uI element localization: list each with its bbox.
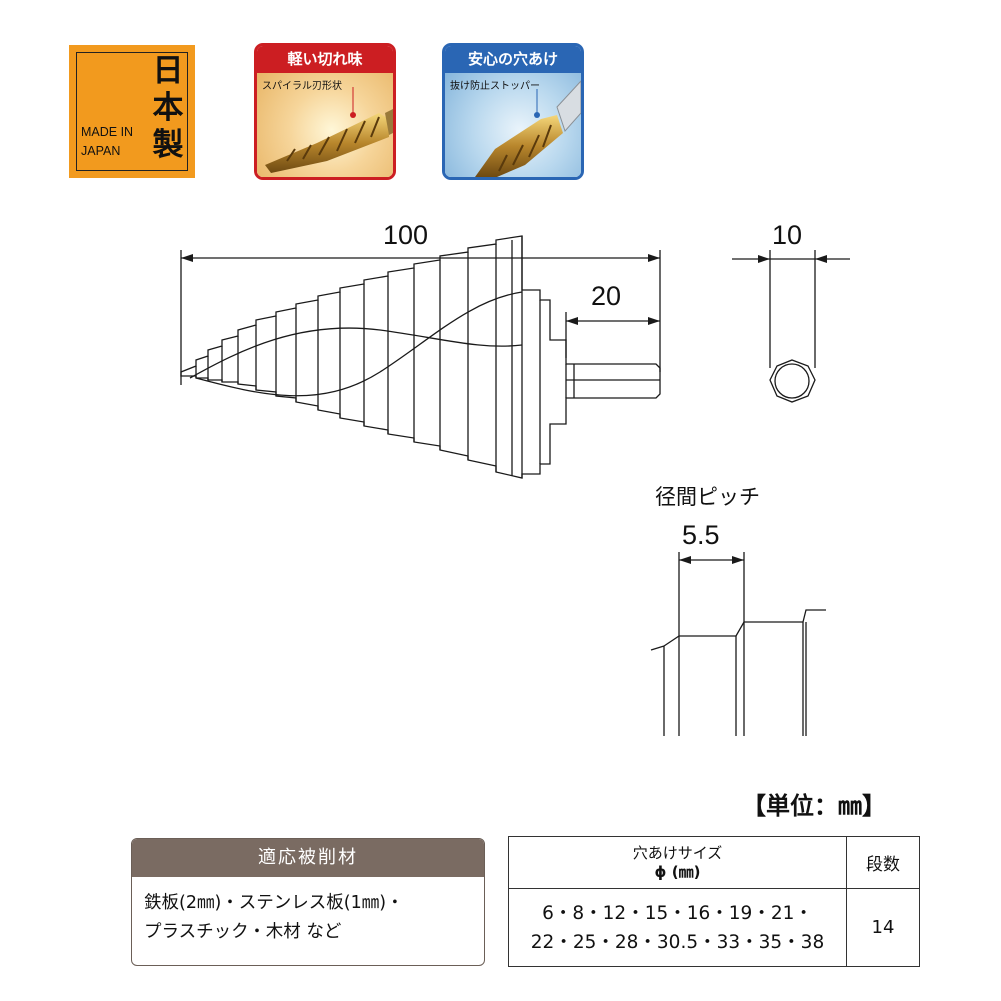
materials-box: 適応被削材 鉄板(2㎜)・ステンレス板(1㎜)・ プラスチック・木材 など xyxy=(131,838,485,966)
hole-sizes-cell: 6・8・12・15・16・19・21・ 22・25・28・30.5・33・35・… xyxy=(508,888,847,967)
pitch-title: 径間ピッチ xyxy=(655,485,760,509)
table-row: 6・8・12・15・16・19・21・ 22・25・28・30.5・33・35・… xyxy=(508,888,920,967)
kanji-char: 日 xyxy=(152,53,184,89)
shank-width-label: 10 xyxy=(772,220,803,250)
badge-frame xyxy=(76,52,188,171)
safe-drill-badge: 安心の穴あけ 抜け防止ストッパー xyxy=(442,43,584,180)
badge-caption: 抜け防止ストッパー xyxy=(450,81,540,92)
badge-title: 安心の穴あけ xyxy=(445,46,581,73)
step-drill-stopper-photo-icon xyxy=(475,80,581,177)
table-header-row: 穴あけサイズ ϕ (㎜) 段数 xyxy=(508,836,920,889)
made-in-japan-badge: 日 本 製 MADE IN JAPAN xyxy=(69,45,195,178)
badge-caption: スパイラル刃形状 xyxy=(262,81,342,92)
steps-header: 段数 xyxy=(846,836,920,889)
hole-sizes-line: 6・8・12・15・16・19・21・ xyxy=(542,902,813,924)
badge-title: 軽い切れ味 xyxy=(257,46,393,73)
pitch-value-label: 5.5 xyxy=(682,520,720,550)
materials-line: プラスチック・木材 など xyxy=(144,922,342,942)
shank-length-label: 20 xyxy=(591,281,622,311)
made-in-japan-kanji: 日 本 製 xyxy=(151,53,185,164)
overall-length-label: 100 xyxy=(383,220,429,250)
hole-size-header-line: 穴あけサイズ xyxy=(632,843,723,862)
hole-size-header: 穴あけサイズ ϕ (㎜) xyxy=(508,836,847,889)
badge-photo: スパイラル刃形状 xyxy=(257,73,393,177)
english-line: JAPAN xyxy=(81,144,121,158)
technical-drawing: 100 20 10 径間ピッチ 5.5 xyxy=(180,220,850,736)
english-line: MADE IN xyxy=(81,125,134,139)
materials-line: 鉄板(2㎜)・ステンレス板(1㎜)・ xyxy=(144,893,404,913)
made-in-japan-english: MADE IN JAPAN xyxy=(81,123,133,161)
badge-photo: 抜け防止ストッパー xyxy=(445,73,581,177)
hole-size-unit-line: ϕ (㎜) xyxy=(654,862,701,881)
light-cut-badge: 軽い切れ味 スパイラル刃形状 xyxy=(254,43,396,180)
steps-cell: 14 xyxy=(846,888,920,967)
kanji-char: 製 xyxy=(152,127,184,163)
materials-header: 適応被削材 xyxy=(132,839,484,877)
drill-drawing xyxy=(180,235,850,736)
step-drill-photo-icon xyxy=(265,87,393,173)
unit-label: 【単位：㎜】 xyxy=(742,792,886,820)
spec-table: 穴あけサイズ ϕ (㎜) 段数 6・8・12・15・16・19・21・ 22・2… xyxy=(508,836,920,967)
hole-sizes-line: 22・25・28・30.5・33・35・38 xyxy=(530,931,825,953)
materials-list: 鉄板(2㎜)・ステンレス板(1㎜)・ プラスチック・木材 など xyxy=(132,877,484,947)
kanji-char: 本 xyxy=(152,90,184,126)
